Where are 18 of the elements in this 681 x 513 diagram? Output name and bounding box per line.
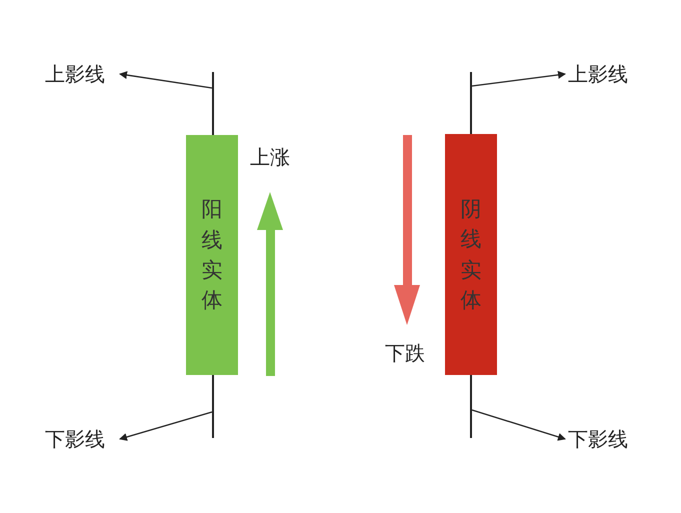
label-text: 下影线 <box>568 427 640 451</box>
candle-wick <box>212 72 214 135</box>
leader-line <box>119 411 212 441</box>
leader-line <box>119 71 212 89</box>
candle-wick <box>212 375 214 438</box>
label-text: 上涨 <box>250 145 298 169</box>
body-label: 阳线实体 <box>202 196 222 314</box>
leader-line <box>472 409 566 441</box>
candle-body <box>445 134 497 375</box>
label-text: 下跌 <box>385 341 433 365</box>
label-text: 上影线 <box>568 62 640 86</box>
label-text: 下影线 <box>45 427 117 451</box>
label-text: 上影线 <box>45 62 117 86</box>
candle-body <box>186 135 238 375</box>
candle-wick <box>470 375 472 438</box>
leader-line <box>472 70 566 87</box>
candle-wick <box>470 72 472 134</box>
body-label: 阴线实体 <box>460 196 482 314</box>
